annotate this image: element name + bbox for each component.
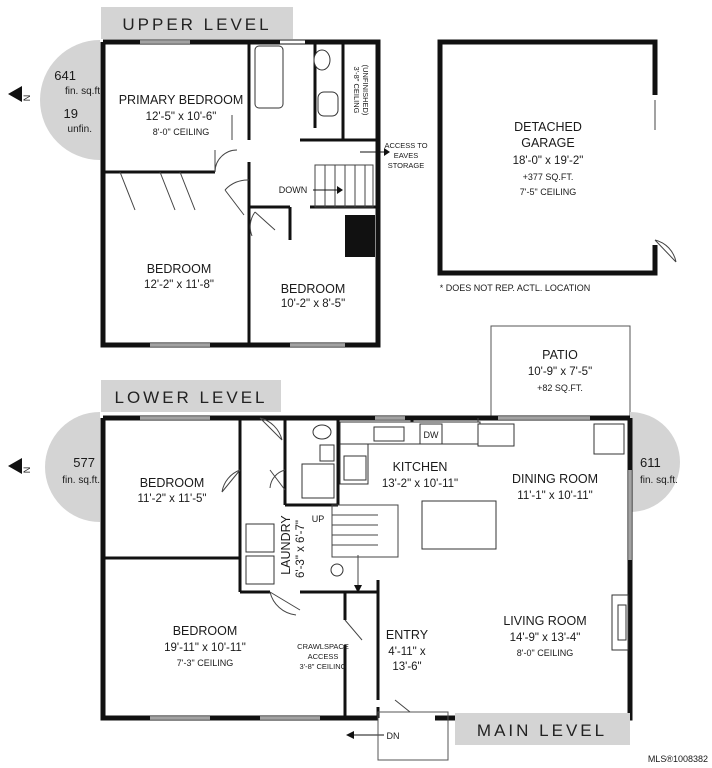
upper-unfin-value: 19 [64,106,78,121]
primary-bedroom-dims: 12'-5" x 10'-6" [146,111,217,123]
garage-walls [437,39,677,276]
kitchen-dims: 13'-2" x 10'-11" [382,478,458,490]
lower-bedroom-b-dims: 19'-11" x 10'-11" [164,642,246,654]
primary-bedroom-name: PRIMARY BEDROOM [119,93,244,107]
garage-dims: 18'-0" x 19'-2" [513,155,584,167]
upper-area-badge: N 641 fin. sq.ft 19 unfin. [8,40,100,160]
eaves-label-2: EAVES [394,151,418,160]
lower-area-unit: fin. sq.ft. [62,475,100,486]
upper-bedroom-a-name: BEDROOM [147,262,212,276]
dryer-icon [245,555,275,585]
bathtub-icon [254,45,284,109]
shower-icon [301,463,335,499]
living-room-ceiling: 8'-0" CEILING [517,648,573,658]
north-arrow-icon [8,86,22,102]
garage-area: +377 SQ.FT. [523,172,574,182]
attic-unfinished-label: (UNFINISHED) [361,65,370,116]
lower-main-walls [100,415,633,761]
crawlspace-label-1: CRAWLSPACE [297,642,349,651]
eaves-label-3: STORAGE [388,161,425,170]
upper-bedroom-a-dims: 12'-2" x 11'-8" [144,279,214,291]
living-room-dims: 14'-9" x 13'-4" [510,632,581,644]
washer-icon [245,523,275,553]
toilet-icon [313,49,331,71]
garage-ceiling: 7'-5" CEILING [520,187,576,197]
upper-area-unit: fin. sq.ft [65,86,100,97]
main-area-badge: 611 fin. sq.ft. [630,412,680,512]
garage-location-note: * DOES NOT REP. ACTL. LOCATION [440,283,591,293]
lower-bedroom-b-name: BEDROOM [173,624,238,638]
dining-room-name: DINING ROOM [512,472,598,486]
lower-area-value: 577 [73,455,95,470]
stair-up-label: UP [312,514,325,524]
stair-dn-label: DN [387,731,400,741]
dining-room-dims: 11'-1" x 10'-11" [517,490,592,502]
laundry-sink-icon [330,563,344,577]
main-level-banner [455,713,630,745]
main-area-unit: fin. sq.ft. [640,475,678,486]
lower-bedroom-a-name: BEDROOM [140,476,205,490]
lower-level-title: LOWER LEVEL [115,388,268,407]
main-level-title: MAIN LEVEL [477,721,607,740]
kitchen-name: KITCHEN [393,460,448,474]
north-arrow-lower-icon [8,458,22,474]
primary-bedroom-ceiling: 8'-0" CEILING [153,127,209,137]
upper-level-banner [101,7,293,39]
garage-title-1: DETACHED [514,120,582,134]
upper-level-title: UPPER LEVEL [122,15,271,34]
stove-icon [343,455,367,481]
upper-level-walls [100,39,390,348]
living-room-name: LIVING ROOM [503,614,586,628]
lower-level-banner [101,380,281,412]
north-label-lower: N [22,467,32,474]
upper-stair-label: DOWN [279,185,308,195]
upper-unfin-unit: unfin. [68,124,92,135]
entry-name: ENTRY [386,628,429,642]
eaves-label-1: ACCESS TO [384,141,427,150]
entry-dims-1: 4'-11" x [388,646,426,658]
lower-area-badge: N 577 fin. sq.ft. [8,412,100,522]
bath-sink-icon [319,444,335,462]
garage-title-2: GARAGE [521,136,575,150]
laundry-dims: 6'-3" x 6'-7" [295,520,307,578]
upper-area-value: 641 [54,68,76,83]
patio-dims: 10'-9" x 7'-5" [528,366,592,378]
lower-bedroom-a-dims: 11'-2" x 11'-5" [137,493,206,505]
dishwasher-icon [419,423,443,445]
toilet-lower-icon [312,424,332,440]
watermark: MLS®1008382 [648,754,708,764]
lower-bedroom-b-ceiling: 7'-3" CEILING [177,658,233,668]
patio-name: PATIO [542,348,578,362]
sink-icon [317,91,339,117]
north-label: N [22,95,32,102]
main-area-value: 611 [640,455,661,470]
attic-ceiling-label: 3'-8" CEILING [352,66,361,113]
crawlspace-label-3: 3'-8" CEILING [299,662,346,671]
upper-bedroom-b-name: BEDROOM [281,282,346,296]
upper-bedroom-b-dims: 10'-2" x 8'-5" [281,298,345,310]
crawlspace-label-2: ACCESS [308,652,339,661]
dishwasher-label: DW [424,430,439,440]
patio-area: +82 SQ.FT. [537,383,583,393]
entry-dims-2: 13'-6" [392,661,421,673]
kitchen-sink-icon [373,426,405,442]
kitchen-island [421,500,497,550]
laundry-name: LAUNDRY [279,515,293,575]
